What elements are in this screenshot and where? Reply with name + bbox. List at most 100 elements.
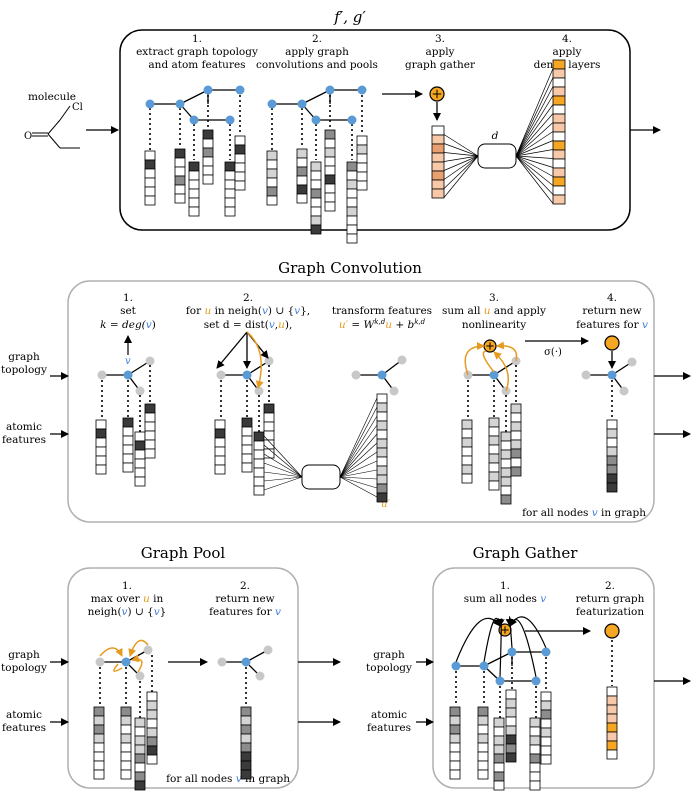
edge-line [443, 155, 479, 198]
feature-cell [144, 195, 156, 206]
feature-cell [488, 462, 500, 473]
feature-cell [606, 713, 618, 724]
feature-cell [477, 715, 489, 726]
svg-text:dense layers: dense layers [534, 59, 601, 71]
edge-line [515, 77, 554, 157]
feature-cell [310, 170, 322, 181]
feature-cell [188, 206, 200, 217]
feature-cell [240, 715, 252, 726]
feature-cell [552, 176, 566, 187]
gather-row2-line1: atomic [371, 709, 407, 721]
atom-node [121, 657, 131, 667]
svg-text:apply graph: apply graph [285, 46, 349, 58]
feature-cell [146, 736, 158, 747]
feature-cell [488, 417, 500, 428]
feature-cell [266, 195, 278, 206]
pool-row2-line2: features [2, 722, 46, 734]
feature-cell [122, 453, 134, 464]
feature-cell [505, 716, 517, 727]
feature-vector-icon [346, 161, 358, 244]
feature-cell [376, 393, 388, 404]
feature-cell [500, 494, 512, 505]
feature-cell [346, 170, 358, 181]
pool-step-1: 1. max over u in neigh(v) ∪ {v} [88, 580, 167, 618]
feature-cell [93, 760, 105, 771]
top-graphs [144, 59, 566, 244]
feature-cell [224, 179, 236, 190]
svg-text:return graph: return graph [576, 593, 645, 605]
edge-line [515, 140, 554, 157]
svg-text:2.: 2. [243, 292, 253, 304]
feature-vector-icon [296, 148, 308, 204]
svg-text:sum all u and apply: sum all u and apply [442, 305, 546, 317]
edge-line [263, 444, 303, 478]
orange-arrow [99, 647, 123, 657]
feature-cell [120, 742, 132, 753]
edge-line [301, 89, 331, 105]
gather-row1-line1: graph [373, 649, 405, 661]
feature-cell [253, 467, 265, 478]
edge-line [339, 451, 378, 478]
feature-cell [431, 161, 445, 172]
feature-vector-icon [134, 717, 146, 791]
feature-cell [240, 769, 252, 780]
feature-cell [240, 706, 252, 717]
feature-cell [346, 197, 358, 208]
feature-cell [144, 448, 156, 459]
gray-node [397, 355, 407, 365]
feature-cell [606, 464, 618, 475]
feature-cell [477, 706, 489, 717]
svg-text:max over u in: max over u in [91, 593, 164, 605]
feature-cell [356, 171, 368, 182]
feature-cell [266, 159, 278, 170]
feature-vector-icon [95, 419, 107, 475]
feature-cell [144, 403, 156, 414]
feature-cell [296, 193, 308, 204]
feature-cell [493, 744, 505, 755]
feature-cell [241, 462, 253, 473]
edge-line [216, 331, 248, 369]
feature-cell [449, 751, 461, 762]
feature-cell [376, 411, 388, 422]
gray-node [135, 386, 145, 396]
feature-cell [510, 412, 522, 423]
orange-arrow [493, 351, 509, 392]
feature-cell [253, 431, 265, 442]
feature-cell [122, 426, 134, 437]
top-step-4: 4. apply dense layers [534, 33, 601, 71]
feature-cell [540, 727, 552, 738]
feature-cell [93, 733, 105, 744]
feature-vector-icon [146, 691, 158, 765]
svg-text:sum all nodes v: sum all nodes v [464, 593, 547, 605]
feature-cell [552, 140, 566, 151]
feature-cell [324, 174, 336, 185]
edge-line [263, 435, 303, 478]
conv-step-3: 3. sum all u and apply nonlinearity [442, 292, 546, 331]
feature-cell [431, 152, 445, 163]
edge-line [339, 406, 378, 478]
feature-cell [296, 184, 308, 195]
feature-cell [510, 466, 522, 477]
edge-line [515, 149, 554, 157]
svg-text:features for v: features for v [576, 319, 648, 331]
feature-vector-icon [240, 706, 252, 780]
feature-cell [529, 717, 541, 728]
edge-line [515, 155, 554, 159]
feature-cell [510, 430, 522, 441]
feature-cell [324, 165, 336, 176]
top-step-3: 3. apply graph gather [405, 33, 476, 71]
pool-footer: for all nodes v in graph [166, 773, 290, 785]
feature-cell [95, 464, 107, 475]
feature-cell [263, 448, 275, 459]
edge-line [339, 442, 378, 478]
feature-cell [477, 742, 489, 753]
conv-graphs [95, 331, 637, 505]
atom-node [607, 370, 617, 380]
atom-node [347, 115, 357, 125]
gray-node [351, 370, 361, 380]
svg-text:1.: 1. [123, 292, 133, 304]
svg-text:featurization: featurization [576, 606, 644, 618]
feature-cell [356, 144, 368, 155]
atom-node [242, 370, 252, 380]
